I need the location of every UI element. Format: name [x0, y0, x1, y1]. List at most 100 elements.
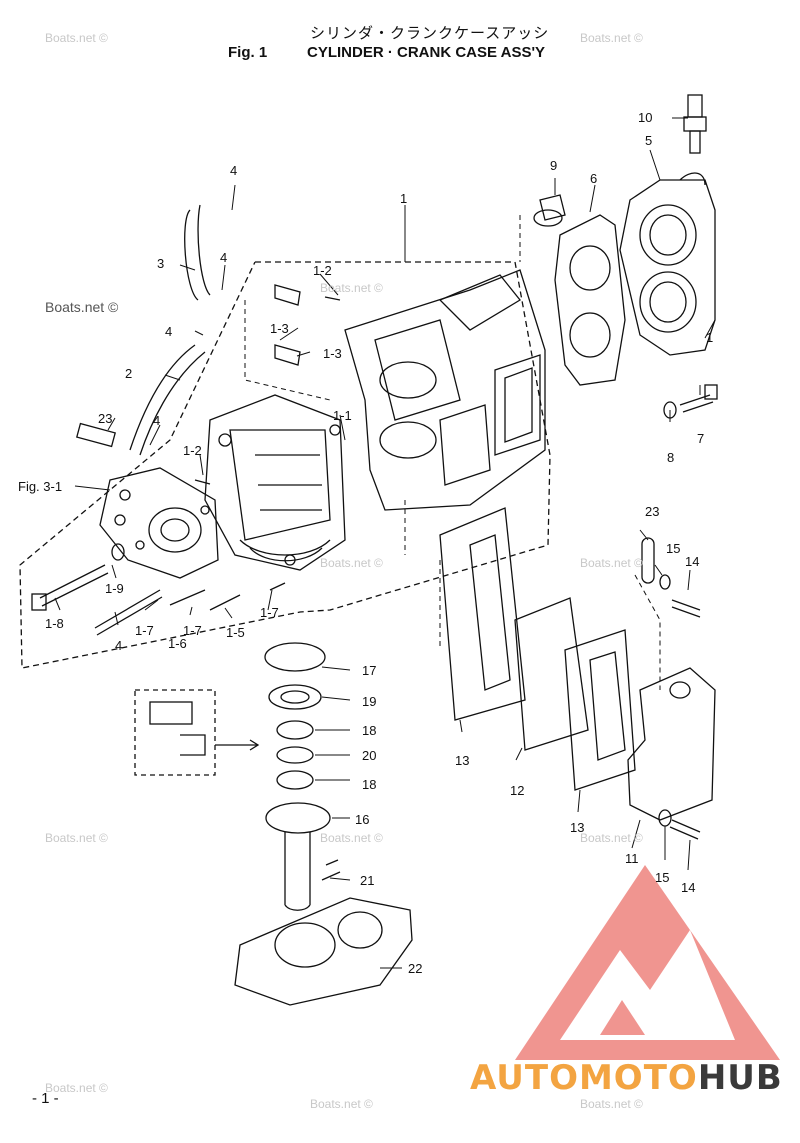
watermark: Boats.net © — [580, 1097, 643, 1111]
callout-1-9: 1-9 — [105, 581, 124, 596]
circlip-20 — [276, 746, 314, 764]
callout-1b: 1 — [706, 330, 713, 345]
exhaust-outer-cover-11 — [627, 667, 716, 821]
callout-18b: 18 — [362, 777, 376, 792]
brand-part-1: AUTOMOTO — [470, 1058, 698, 1098]
callout-6: 6 — [590, 171, 597, 186]
base-gasket-22 — [234, 897, 413, 1006]
figure-number: Fig. 1 — [228, 44, 268, 61]
exhaust-gasket-13a — [439, 507, 526, 721]
cylinder-block — [344, 269, 546, 511]
callout-13b: 13 — [570, 820, 584, 835]
washer-1-9 — [111, 543, 125, 561]
watermark: Boats.net © — [580, 556, 643, 570]
fitting-1-3b — [274, 344, 301, 366]
bolt-21 — [321, 859, 341, 881]
fittings-1-2 — [194, 296, 341, 485]
thermostat-cover — [533, 194, 566, 227]
crankcase-half — [204, 394, 346, 571]
callout-23b: 23 — [645, 504, 659, 519]
bolt-1-8 — [39, 564, 109, 607]
callout-1-2a: 1-2 — [313, 263, 332, 278]
callout-1-8: 1-8 — [45, 616, 64, 631]
washer-15a — [659, 574, 671, 590]
callout-1: 1 — [400, 191, 407, 206]
seal-detail-inset — [134, 689, 216, 776]
oil-seal-18b — [276, 770, 314, 790]
callout-2: 2 — [125, 366, 132, 381]
bolt-1-8-head — [31, 593, 47, 611]
tag-23b — [641, 537, 655, 584]
head-gasket — [554, 214, 626, 386]
bolt-7-head — [704, 384, 718, 400]
callout-20: 20 — [362, 748, 376, 763]
bolt-14a — [671, 599, 701, 618]
watermark: Boats.net © — [320, 831, 383, 845]
callout-4a: 4 — [230, 163, 237, 178]
bolts-1-5-1-6-1-7 — [169, 582, 286, 611]
bearing-housing-16 — [265, 802, 331, 834]
callout-1-7b: 1-7 — [183, 623, 202, 638]
callout-15b: 15 — [655, 870, 669, 885]
callout-1-1: 1-1 — [333, 408, 352, 423]
callout-1-7c: 1-7 — [260, 605, 279, 620]
page-number: - 1 - — [32, 1090, 59, 1107]
callout-4e: 4 — [115, 638, 122, 653]
hose-2 — [129, 344, 206, 456]
callout-7: 7 — [697, 431, 704, 446]
diagram-header: シリンダ・クランクケースアッシ Fig. 1 CYLINDER · CRANK … — [0, 0, 800, 70]
watermark: Boats.net © — [45, 299, 119, 315]
tag-23a — [76, 422, 116, 448]
callout-11: 11 — [625, 851, 639, 866]
callout-4b: 4 — [220, 250, 227, 265]
inset-arrow-icon — [215, 739, 260, 751]
seal-housing-19 — [268, 684, 322, 710]
callout-10: 10 — [638, 110, 652, 125]
fitting-1-3a — [274, 284, 301, 306]
callout-23a: 23 — [98, 411, 112, 426]
exhaust-cover-12 — [514, 597, 589, 751]
callout-1-6: 1-6 — [168, 636, 187, 651]
brand-wordmark: AUTOMOTOHUB — [470, 1058, 783, 1098]
sleeve-16 — [284, 832, 311, 911]
callout-1-5: 1-5 — [226, 625, 245, 640]
callout-4c: 4 — [165, 324, 172, 339]
watermark: Boats.net © — [310, 1097, 373, 1111]
spark-plug — [683, 94, 707, 154]
callout-22: 22 — [408, 961, 422, 976]
bolt-4 — [94, 589, 163, 636]
oil-seal-18a — [276, 720, 314, 740]
callout-17: 17 — [362, 663, 376, 678]
callout-3: 3 — [157, 256, 164, 271]
callout-14a: 14 — [685, 554, 699, 569]
callout-9: 9 — [550, 158, 557, 173]
callout-21: 21 — [360, 873, 374, 888]
watermark: Boats.net © — [580, 831, 643, 845]
intake-manifold — [99, 467, 219, 579]
brand-part-2: HUB — [697, 1058, 783, 1098]
callout-16: 16 — [355, 812, 369, 827]
inset-seal-icon — [149, 701, 193, 725]
bolt-7 — [679, 394, 714, 413]
watermark: Boats.net © — [45, 31, 108, 45]
o-ring-17 — [264, 642, 326, 672]
watermark: Boats.net © — [320, 281, 383, 295]
callout-15a: 15 — [666, 541, 680, 556]
callout-1-3a: 1-3 — [270, 321, 289, 336]
callout-1-7a: 1-7 — [135, 623, 154, 638]
exhaust-gasket-13b-window — [589, 651, 626, 761]
callout-13a: 13 — [455, 753, 469, 768]
japanese-title: シリンダ・クランクケースアッシ — [310, 24, 550, 42]
watermark: Boats.net © — [580, 31, 643, 45]
callout-4d: 4 — [153, 413, 160, 428]
exhaust-gasket-13b — [564, 629, 636, 791]
exhaust-gasket-13a-window — [469, 534, 511, 691]
callout-12: 12 — [510, 783, 524, 798]
figure-title: CYLINDER · CRANK CASE ASS'Y — [307, 44, 546, 61]
callout-1-2b: 1-2 — [183, 443, 202, 458]
watermark: Boats.net © — [45, 831, 108, 845]
cylinder-head — [619, 172, 716, 356]
watermark: Boats.net © — [320, 556, 383, 570]
inset-clip-icon — [180, 734, 206, 756]
